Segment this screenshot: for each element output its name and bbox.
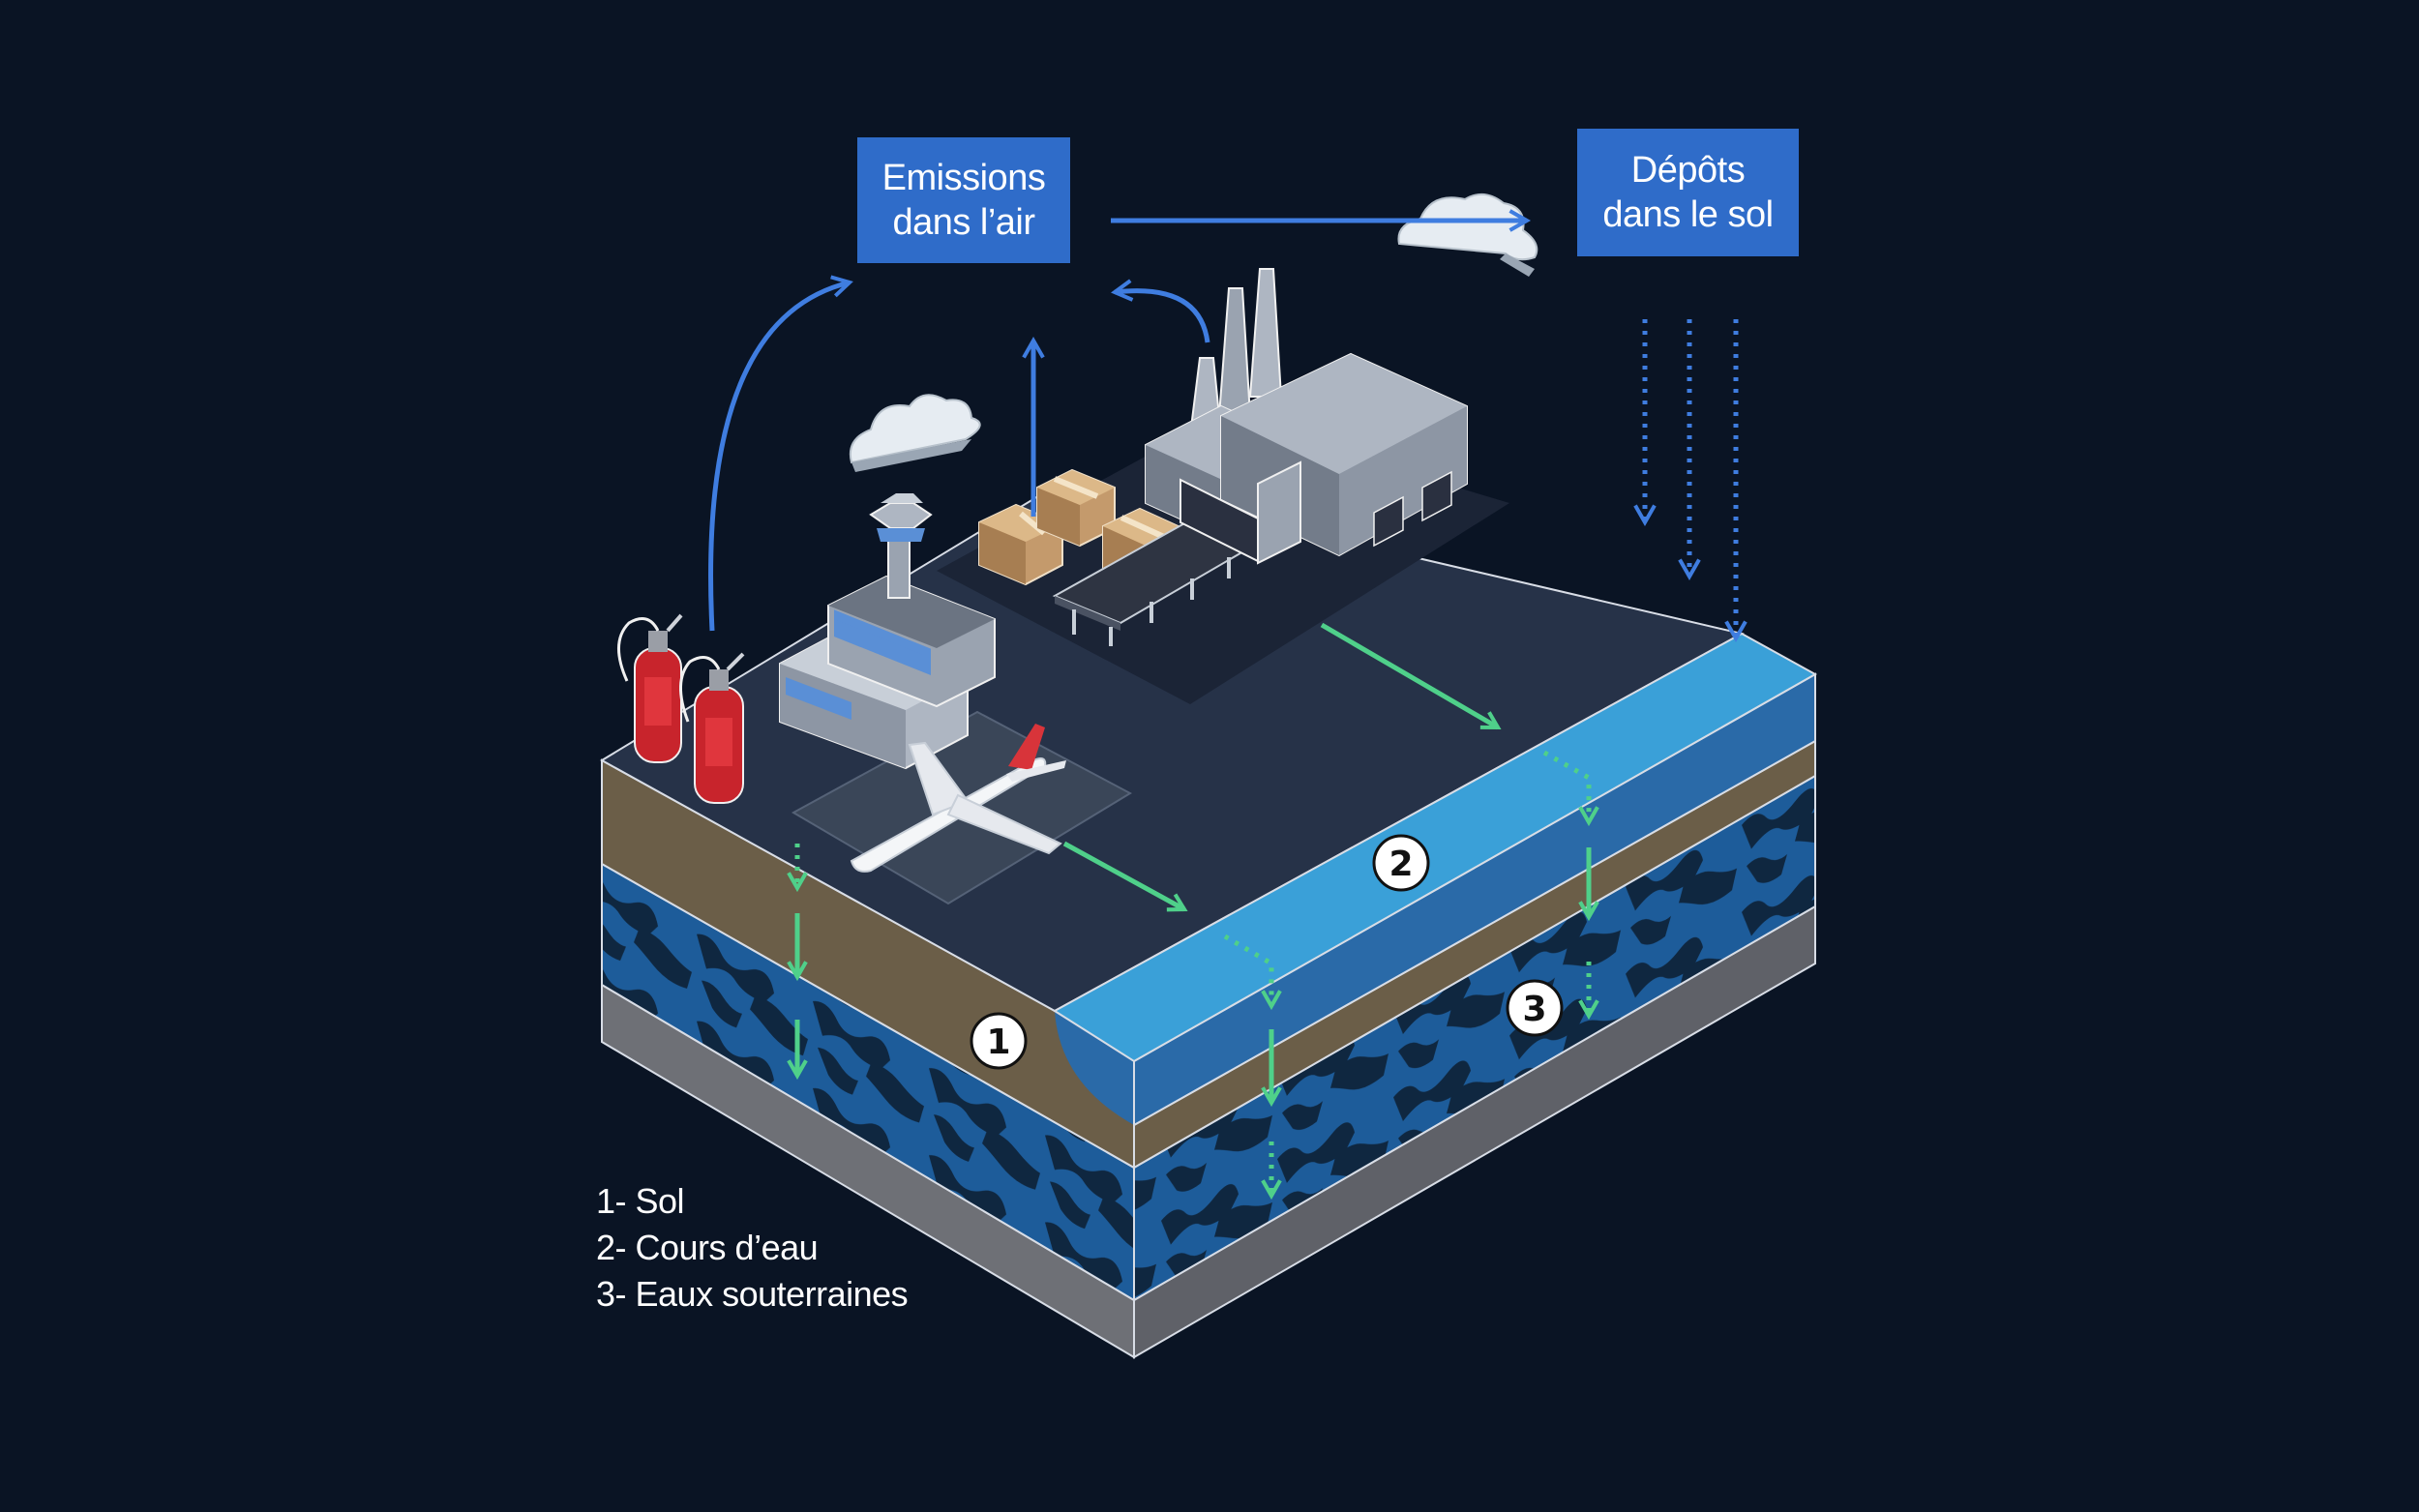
legend-item-eaux-souterraines: 3- Eaux souterraines (596, 1274, 909, 1314)
legend-item-sol: 1- Sol (596, 1181, 685, 1221)
arrow-river-in-1 (1223, 934, 1282, 1011)
depots-label-line2: dans le sol (1602, 194, 1774, 235)
arrow-factory-to-air (1110, 279, 1210, 343)
marker-3: 3 (1506, 979, 1564, 1037)
legend: 1- Sol 2- Cours d’eau 3- Eaux souterrain… (596, 1178, 909, 1318)
svg-text:1: 1 (986, 1023, 1010, 1062)
river-bed-curve (1055, 1011, 1134, 1125)
arrow-runoff-factory (1320, 622, 1502, 730)
arrow-runoff-airport (1062, 841, 1188, 912)
svg-text:2: 2 (1389, 845, 1413, 884)
svg-text:3: 3 (1522, 990, 1546, 1029)
fire-extinguisher-icon (617, 613, 745, 804)
emissions-label-box: Emissions dans l’air (857, 137, 1070, 263)
factory-icon (1145, 268, 1468, 565)
marker-1: 1 (970, 1012, 1028, 1070)
depots-label-box: Dépôts dans le sol (1577, 129, 1799, 256)
cloud-icon (1397, 193, 1538, 277)
cloud-icon (850, 394, 981, 472)
water-transfer-arrows (787, 622, 1599, 1201)
ground-block (600, 475, 1818, 1359)
emissions-label-line1: Emissions (881, 158, 1046, 198)
airplane-icon (850, 724, 1066, 873)
depots-label-line1: Dépôts (1630, 150, 1746, 191)
airport-terminal-icon (779, 575, 996, 770)
arrow-extinguisher-to-air (708, 275, 853, 632)
legend-item-cours-eau: 2- Cours d’eau (596, 1228, 819, 1267)
air-emission-arrows (708, 209, 1747, 643)
marker-2: 2 (1372, 834, 1430, 892)
control-tower-icon (869, 493, 933, 599)
river-surface (1053, 632, 1818, 1063)
emissions-label-line2: dans l’air (892, 202, 1035, 243)
